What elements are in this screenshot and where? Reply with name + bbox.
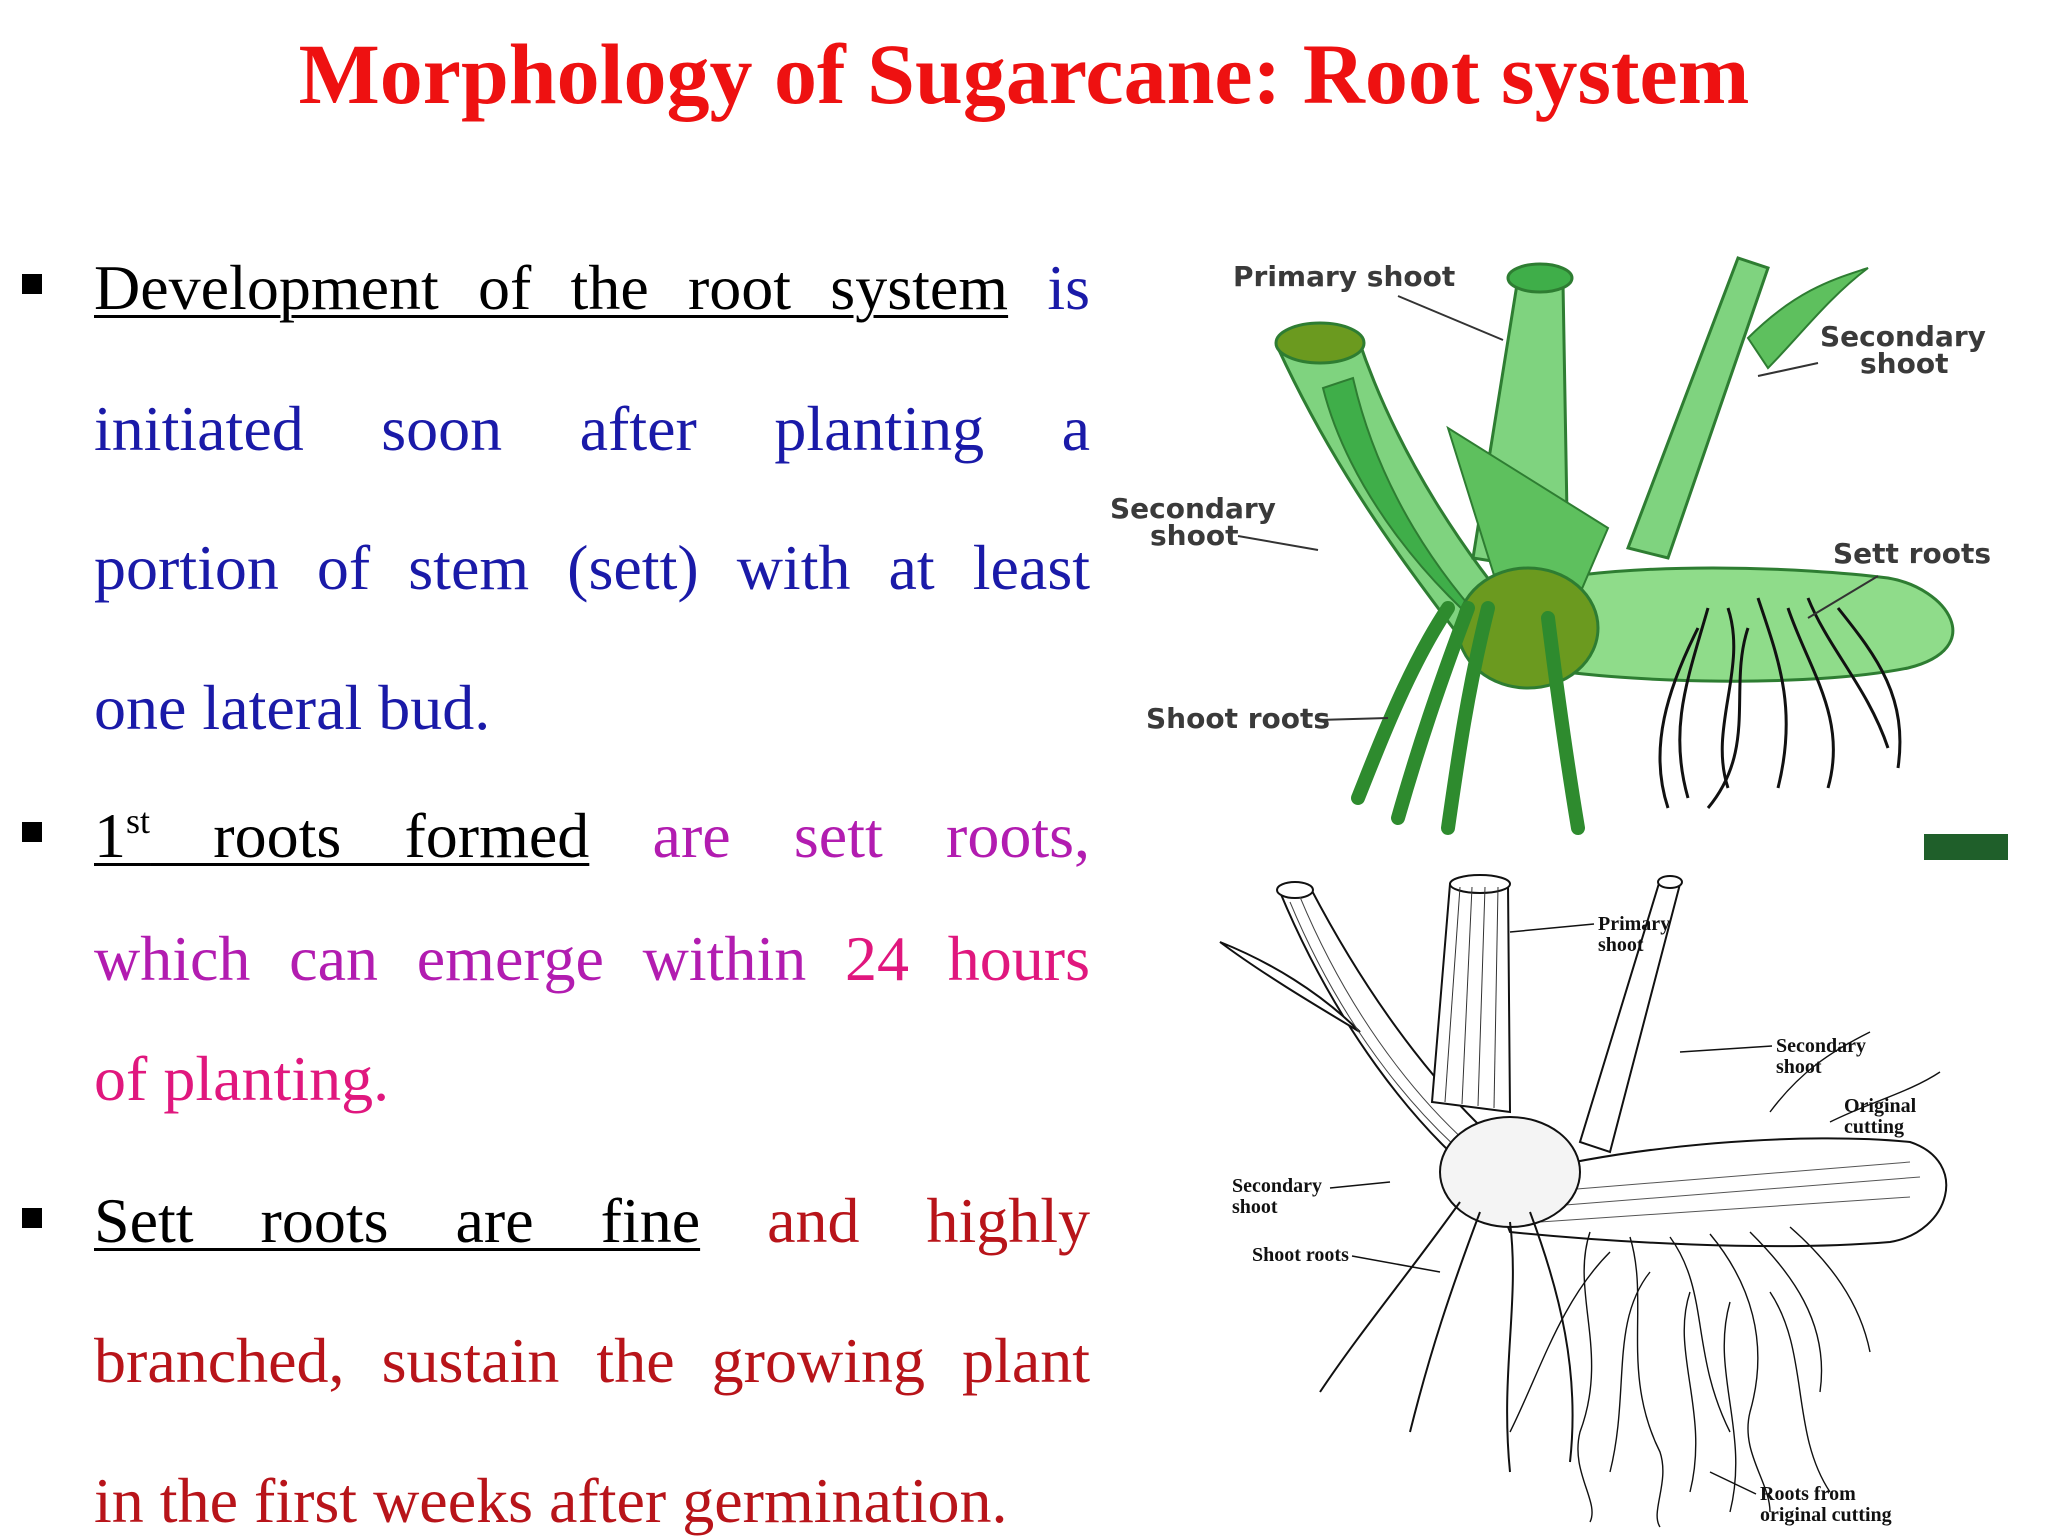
right-secondary-leaf [1746,267,1869,370]
bullet-1-text: one lateral bud. [94,672,491,743]
bullet-1-line-3: portion of stem (sett) with at least [94,530,1090,606]
bullet-1-line-2: initiated soon after planting a [94,391,1090,467]
bullet-2-underlined-text: 1st roots formed [94,800,589,871]
label-primary-shoot: Primary shoot [1233,260,1455,293]
arrow-shoot-roots [1317,717,1389,721]
label-primary-shoot-2: shoot [1598,934,1644,956]
bullet-3-text: and highly [700,1185,1090,1256]
original-cutting [1488,1137,1948,1248]
label-secondary-shoot-left-2: shoot [1232,1196,1278,1218]
bullet-2-ordinal-suffix: st [126,801,151,841]
primary-shoot-cut-end [1506,262,1574,294]
bullet-2-text-highlight: 24 hours [845,923,1091,994]
bullet-1-underlined-text: Development of the root system [94,252,1009,323]
bullet-1-text: portion of stem (sett) with at least [94,532,1090,603]
label-shoot-roots: Shoot roots [1146,702,1330,735]
label-original-cutting-1: Original [1844,1095,1917,1117]
bullet-1-text: initiated soon after planting a [94,393,1090,464]
label-roots-from-cutting-2: original cutting [1760,1504,1892,1526]
bullet-2-line-2: which can emerge within 24 hours [94,921,1090,997]
bullet-2-underlined-rest: roots formed [150,800,590,871]
left-shoot-cut-end [1274,321,1366,365]
label-secondary-shoot-left-2: shoot [1150,519,1238,552]
arrow-secondary-shoot-right [1757,362,1819,377]
bullet-3-text: branched, sustain the growing plant [94,1325,1090,1396]
sett-roots [1658,597,1902,809]
bullet-3-line-1: Sett roots are fine and highly [94,1183,1090,1259]
bullet-1-line-4: one lateral bud. [94,670,1090,746]
label-sett-roots: Sett roots [1833,537,1991,570]
bullet-3-line-3: in the first weeks after germination. [94,1463,1090,1539]
corner-badge [1924,834,2008,860]
label-shoot-roots: Shoot roots [1252,1244,1349,1266]
label-roots-from-cutting-1: Roots from [1760,1483,1856,1505]
label-original-cutting-2: cutting [1844,1116,1904,1138]
label-secondary-shoot-right-1: Secondary [1776,1035,1866,1057]
bullet-2-line-1: 1st roots formed are sett roots, [94,798,1090,874]
bullet-3-underlined-text: Sett roots are fine [94,1185,701,1256]
bullet-marker-3 [22,1208,42,1228]
bullet-2-line-3: of planting. [94,1041,1090,1117]
bullet-2-text: which can emerge within [94,923,846,994]
label-secondary-shoot-right-2: shoot [1860,347,1948,380]
bullet-marker-1 [22,274,42,294]
label-secondary-shoot-right-1: Secondary [1820,320,1986,353]
slide-title: Morphology of Sugarcane: Root system [298,26,1750,122]
label-secondary-shoot-left-1: Secondary [1110,492,1276,525]
label-secondary-shoot-left-1: Secondary [1232,1175,1322,1197]
bullet-2-text: of planting. [94,1043,390,1114]
bullet-1-text: is [1008,252,1091,323]
bullet-list: Development of the root system is initia… [22,250,1090,1536]
right-secondary-shoot [1625,256,1770,560]
arrow-primary-shoot [1397,295,1504,341]
bullet-2-text: are sett roots, [589,800,1090,871]
sugarcane-root-diagram-sketch: Primary shoot Secondary shoot Original c… [1210,872,1990,1532]
bullet-marker-2 [22,822,42,842]
sett-cutting [1506,566,1955,683]
left-leaf-sketch [1219,941,1361,1033]
arrow-sett-roots [1807,575,1879,619]
shoot-roots-sketch [1319,1201,1574,1473]
bullet-3-line-2: branched, sustain the growing plant [94,1323,1090,1399]
roots-from-cutting-sketch [1509,1031,1941,1528]
node-bud-sketch [1439,1116,1581,1228]
label-primary-shoot-1: Primary [1598,913,1670,935]
bullet-3-text: in the first weeks after germination. [94,1465,1008,1536]
arrow-secondary-shoot-left [1237,535,1319,551]
shoot-roots [1351,601,1585,835]
bullet-2-ordinal: 1 [94,800,126,871]
bullet-1-line-1: Development of the root system is [94,250,1090,326]
label-secondary-shoot-right-2: shoot [1776,1056,1822,1078]
sugarcane-root-diagram-color: Primary shoot Secondary shoot Secondary … [1108,228,2008,860]
